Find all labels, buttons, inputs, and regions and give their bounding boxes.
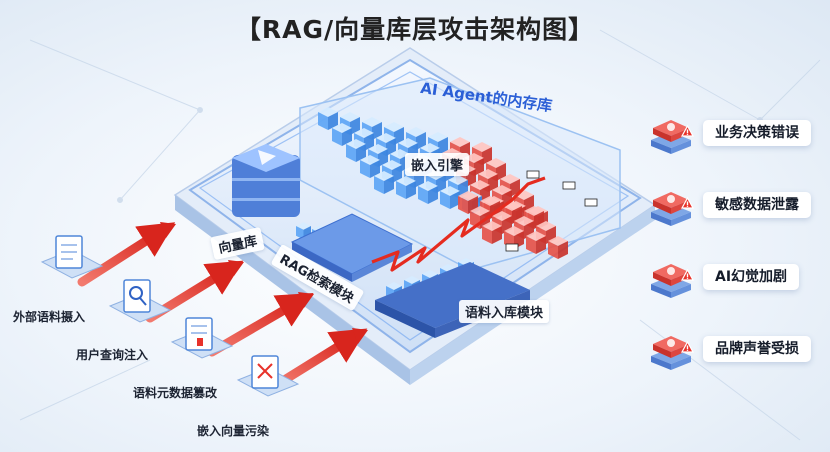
hallucination-icon xyxy=(651,264,695,298)
poison-vector-icon xyxy=(236,355,300,397)
compromised-vector-cube xyxy=(472,142,492,165)
impact-item: 品牌声誉受损 xyxy=(649,326,819,374)
vector-cube xyxy=(418,181,438,204)
compromised-vector-cube xyxy=(548,236,568,259)
impact-label: 敏感数据泄露 xyxy=(703,192,811,218)
compromised-vector-cube xyxy=(526,231,546,254)
vector-db-logo-icon xyxy=(258,150,276,165)
compromised-vector-cube xyxy=(482,221,502,244)
compromised-vector-cube xyxy=(492,211,512,234)
vector-cube xyxy=(440,186,460,209)
impact-label: 品牌声誉受损 xyxy=(703,336,811,362)
impact-item: AI幻觉加剧 xyxy=(649,254,819,302)
attack-label-vector-poison: 嵌入向量污染 xyxy=(197,424,270,438)
impact-label: AI幻觉加剧 xyxy=(703,264,800,290)
impact-item: 业务决策错误 xyxy=(649,110,819,158)
attack-lightning xyxy=(371,176,546,272)
vector-cube xyxy=(360,155,380,178)
vector-cube xyxy=(318,107,338,130)
reputation-icon xyxy=(651,336,695,370)
attack-arrow-4 xyxy=(273,328,368,389)
vector-cube xyxy=(374,171,394,194)
attack-label-metadata-tamper: 语料元数据篡改 xyxy=(133,386,218,400)
document-icon xyxy=(40,235,104,279)
warning-icon xyxy=(651,120,695,154)
data-leak-icon xyxy=(651,192,695,226)
embedding-engine-label: 嵌入引擎 xyxy=(405,153,470,176)
attack-label-external-ingest: 外部语料摄入 xyxy=(13,310,86,324)
attack-arrow-1 xyxy=(77,222,176,287)
diagram-title: 【RAG/向量库层攻击架构图】 xyxy=(235,15,595,44)
vector-cube xyxy=(396,176,416,199)
ingest-module-label: 语料入库模块 xyxy=(459,300,550,323)
impact-label: 业务决策错误 xyxy=(703,120,811,146)
search-icon xyxy=(108,279,172,323)
attack-label-query-injection: 用户查询注入 xyxy=(76,348,149,362)
impact-item: 敏感数据泄露 xyxy=(649,182,819,230)
vector-cube xyxy=(332,123,352,146)
alert-chips xyxy=(505,170,598,252)
vector-db-stack xyxy=(232,144,300,217)
metadata-tag-icon xyxy=(170,317,234,359)
vector-cube xyxy=(346,139,366,162)
